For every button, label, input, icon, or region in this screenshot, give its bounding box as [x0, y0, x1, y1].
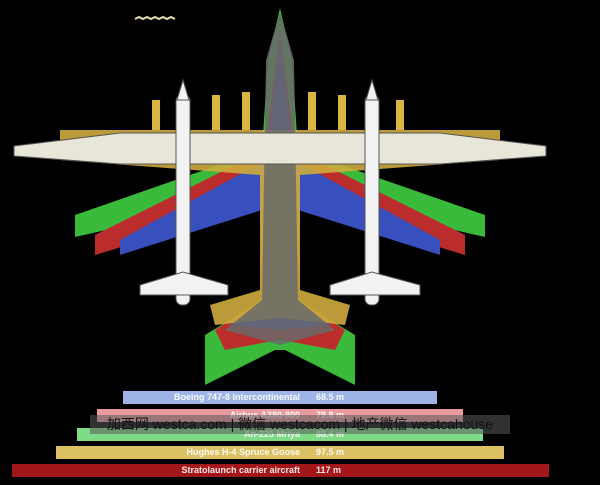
bar-0: Boeing 747-8 Intercontinental 68.5 m — [122, 391, 438, 404]
stratolaunch-silhouette — [13, 78, 547, 306]
bar-4: Stratolaunch carrier aircraft 117 m — [11, 464, 549, 477]
scale-mark — [134, 15, 176, 21]
bar-label: Hughes H-4 Spruce Goose — [186, 447, 300, 457]
aircraft-silhouettes-illustration — [13, 8, 547, 385]
bar-label: Stratolaunch carrier aircraft — [181, 465, 300, 475]
bar-value-label: 68.5 m — [315, 392, 345, 402]
watermark: 加西网 westca.com | 微信 westcacom | 地产微信 wes… — [90, 415, 510, 434]
bar-value-label: 117 m — [316, 465, 342, 475]
bar-value-label: 97.5 m — [316, 447, 345, 457]
engines — [152, 92, 404, 130]
bar-label: Boeing 747-8 Intercontinental — [173, 392, 300, 402]
fuselage-overlap — [225, 12, 335, 345]
bar-value-label: 88.4 m — [315, 429, 345, 439]
bar-label: An-225 Mriya — [243, 429, 300, 439]
bar-3: Hughes H-4 Spruce Goose 97.5 m — [56, 446, 504, 459]
